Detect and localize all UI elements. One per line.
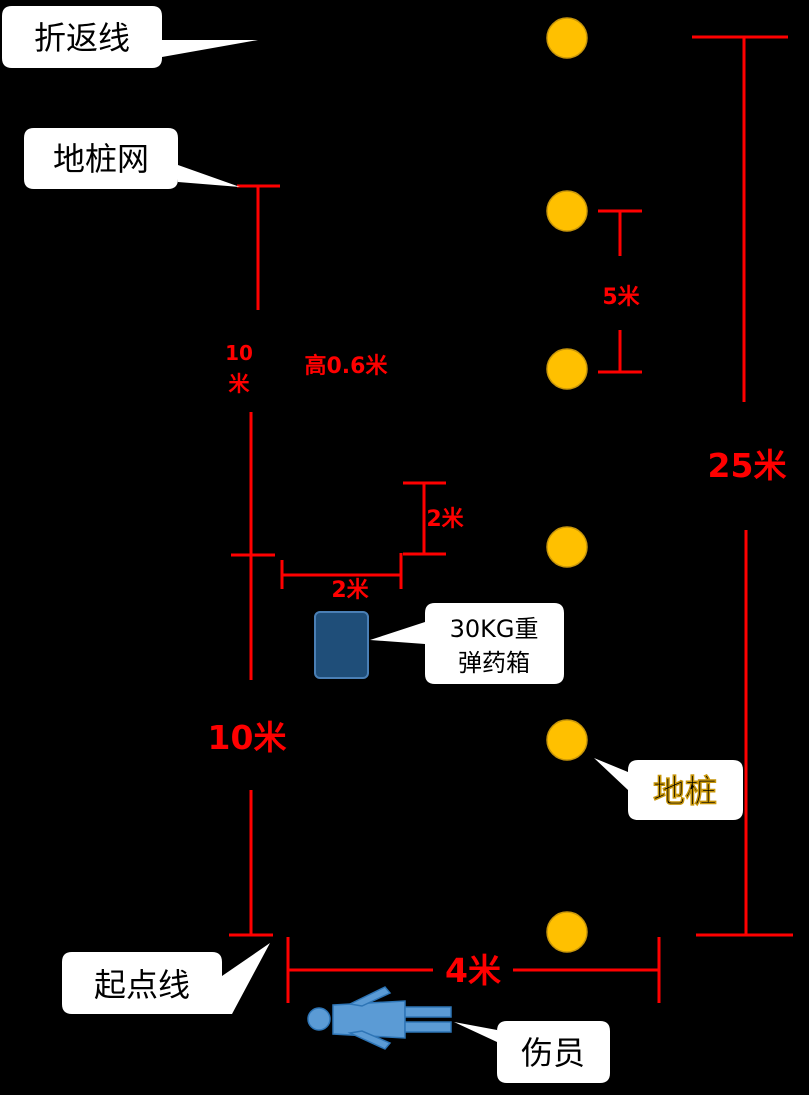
ground-stakes xyxy=(546,17,588,953)
box-width-dimension xyxy=(280,553,403,589)
box-width-label: 2米 xyxy=(331,578,369,603)
start-line-label: 起点线 xyxy=(94,966,190,1004)
net-height-label: 高0.6米 xyxy=(305,353,389,379)
casualty-arm-lower xyxy=(347,1030,392,1050)
ground-stake-1 xyxy=(546,17,588,59)
box-depth-dimension xyxy=(403,481,446,556)
net-top-dimension xyxy=(231,184,280,557)
ground-stake-3 xyxy=(546,348,588,390)
turnaround-line-label: 折返线 xyxy=(34,19,130,57)
dimension-labels: 5米 25米 10 米 高0.6米 2米 2米 10米 4米 xyxy=(208,285,787,990)
lane-width-dimension xyxy=(286,937,661,1003)
net-length-bottom-label: 10米 xyxy=(208,718,287,757)
ground-stake-6 xyxy=(546,911,588,953)
callout-stake-net: 地桩网 xyxy=(24,128,240,189)
casualty-arm-upper xyxy=(347,986,392,1007)
net-length-top-label-line2: 米 xyxy=(229,372,251,396)
box-depth-label: 2米 xyxy=(426,507,464,532)
stake-net-label: 地桩网 xyxy=(53,140,149,178)
net-length-top-label-line1: 10 xyxy=(225,341,253,365)
casualty-body xyxy=(332,1000,406,1039)
stake-spacing-dimension xyxy=(598,209,642,374)
dimension-lines xyxy=(229,35,793,1003)
ammo-box-label-line2: 弹药箱 xyxy=(458,649,530,677)
net-bottom-dimension xyxy=(229,555,273,937)
ground-stake-5 xyxy=(546,719,588,761)
ground-stake-2 xyxy=(546,190,588,232)
callout-start-line: 起点线 xyxy=(62,943,270,1014)
ground-stake-4 xyxy=(546,526,588,568)
ammo-box xyxy=(314,611,369,679)
casualty-figure xyxy=(307,986,452,1050)
callout-ammo-box: 30KG重 弹药箱 xyxy=(370,603,564,684)
casualty-leg-lower xyxy=(404,1021,452,1033)
stake-spacing-label: 5米 xyxy=(602,285,640,310)
callout-ground-stake: 地桩 xyxy=(594,758,743,820)
total-length-dimension xyxy=(692,35,793,937)
casualty-label: 伤员 xyxy=(521,1034,585,1072)
ammo-box-label-line1: 30KG重 xyxy=(450,615,539,643)
callout-casualty: 伤员 xyxy=(454,1021,610,1083)
lane-width-label: 4米 xyxy=(445,951,501,990)
ground-stake-label: 地桩 xyxy=(653,772,717,810)
total-length-label: 25米 xyxy=(708,446,787,485)
casualty-head xyxy=(307,1007,331,1031)
callout-turnaround-line: 折返线 xyxy=(2,6,258,68)
casualty-leg-upper xyxy=(404,1006,452,1018)
